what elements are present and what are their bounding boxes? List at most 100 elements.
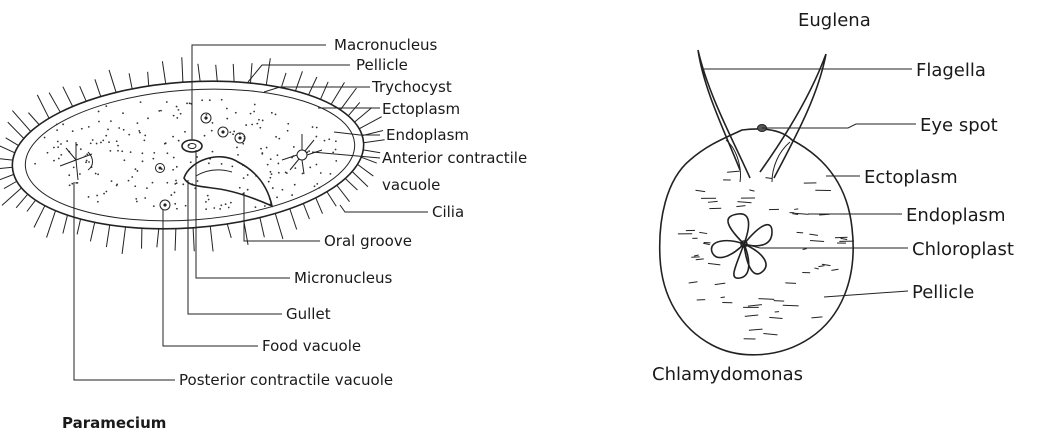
cilium xyxy=(327,192,336,207)
cilium xyxy=(198,64,200,81)
cytoplasm-dash xyxy=(737,202,751,203)
cytoplasm-dot xyxy=(278,138,280,140)
cytoplasm-dot xyxy=(98,111,100,113)
cilium xyxy=(129,73,132,89)
cytoplasm-dot xyxy=(267,164,269,166)
cytoplasm-dash xyxy=(810,241,824,242)
paramecium-micronucleus xyxy=(188,144,196,149)
cytoplasm-dot xyxy=(152,158,154,160)
cytoplasm-dot xyxy=(152,182,154,184)
cytoplasm-dash xyxy=(803,249,807,250)
cytoplasm-dot xyxy=(86,153,88,155)
cytoplasm-dot xyxy=(236,147,238,149)
cytoplasm-dot xyxy=(186,102,188,104)
cytoplasm-dot xyxy=(135,198,137,200)
cilium xyxy=(352,172,368,187)
cytoplasm-dot xyxy=(174,192,176,194)
cytoplasm-dash xyxy=(835,237,848,238)
cytoplasm-dash xyxy=(818,266,824,267)
cytoplasm-dot xyxy=(294,184,296,186)
cytoplasm-dot xyxy=(139,132,141,134)
cilium xyxy=(363,150,380,153)
cytoplasm-dot xyxy=(205,201,207,203)
cytoplasm-dash xyxy=(689,282,698,283)
cilium xyxy=(361,157,377,163)
cilium xyxy=(90,222,94,241)
cytoplasm-dot xyxy=(176,166,178,168)
cytoplasm-dot xyxy=(137,122,139,124)
cilium xyxy=(290,209,297,230)
cytoplasm-dot xyxy=(287,123,289,125)
cytoplasm-dot xyxy=(335,140,337,142)
cytoplasm-dot xyxy=(176,208,178,210)
cytoplasm-dot xyxy=(261,153,263,155)
cytoplasm-dot xyxy=(271,173,273,175)
cytoplasm-dot xyxy=(294,167,296,169)
cytoplasm-dash xyxy=(809,234,818,235)
cilium xyxy=(2,188,22,206)
cilium xyxy=(109,70,116,92)
cytoplasm-dot xyxy=(176,117,178,119)
cytoplasm-dot xyxy=(60,143,62,145)
cilium xyxy=(309,77,317,95)
label-eye-spot: Eye spot xyxy=(920,115,998,136)
paramecium-anterior-contractile-vacuole xyxy=(282,134,322,174)
cytoplasm-dot xyxy=(116,184,118,186)
cilium xyxy=(182,57,183,82)
cytoplasm-dot xyxy=(253,111,255,113)
cytoplasm-dot xyxy=(235,112,237,114)
cytoplasm-dot xyxy=(92,139,94,141)
cytoplasm-dot xyxy=(324,140,326,142)
cytoplasm-dot xyxy=(208,199,210,201)
cytoplasm-dot xyxy=(57,141,59,143)
cilium xyxy=(4,181,17,188)
cytoplasm-dot xyxy=(80,148,82,150)
euglena-cell-body xyxy=(660,129,853,355)
cytoplasm-dot xyxy=(73,166,75,168)
cytoplasm-dot xyxy=(185,205,187,207)
cytoplasm-dot xyxy=(96,143,98,145)
cytoplasm-dash xyxy=(811,317,822,318)
cilium xyxy=(216,65,218,81)
euglena-cytoplasm-marks xyxy=(678,171,854,339)
cytoplasm-dot xyxy=(166,182,168,184)
cytoplasm-dot xyxy=(302,173,304,175)
cytoplasm-dash xyxy=(699,232,707,233)
cytoplasm-dash xyxy=(694,255,699,256)
cilium xyxy=(162,61,165,83)
cilium xyxy=(16,194,28,208)
cilium xyxy=(295,71,302,91)
cytoplasm-dot xyxy=(118,127,120,129)
cytoplasm-dot xyxy=(226,108,228,110)
cytoplasm-dot xyxy=(116,140,118,142)
cytoplasm-dot xyxy=(275,113,277,115)
label-anterior-contractile: Anterior contractile xyxy=(382,149,527,167)
cytoplasm-dot xyxy=(128,134,130,136)
cytoplasm-dot xyxy=(335,149,337,151)
cytoplasm-dot xyxy=(144,135,146,137)
cytoplasm-dot xyxy=(166,152,168,154)
cytoplasm-dot xyxy=(277,163,279,165)
label-ectoplasm: Ectoplasm xyxy=(382,100,460,118)
cytoplasm-dot xyxy=(308,150,310,152)
cytoplasm-dot xyxy=(170,194,172,196)
cytoplasm-dot xyxy=(190,161,192,163)
cilium xyxy=(266,58,270,85)
cilium xyxy=(359,117,381,129)
cytoplasm-dot xyxy=(221,99,223,101)
euglena-chloroplast xyxy=(711,214,772,278)
cilium xyxy=(364,140,385,143)
cytoplasm-dot xyxy=(316,183,318,185)
cytoplasm-dot xyxy=(208,162,210,164)
cytoplasm-dot xyxy=(128,180,130,182)
cilium xyxy=(0,158,13,160)
label-oral-groove: Oral groove xyxy=(324,232,412,250)
cytoplasm-dot xyxy=(97,201,99,203)
cytoplasm-dot xyxy=(247,174,249,176)
cilium xyxy=(340,88,356,110)
cytoplasm-dot xyxy=(277,154,279,156)
cilium xyxy=(122,227,125,254)
cytoplasm-dot xyxy=(140,101,142,103)
cytoplasm-dash xyxy=(721,297,725,298)
